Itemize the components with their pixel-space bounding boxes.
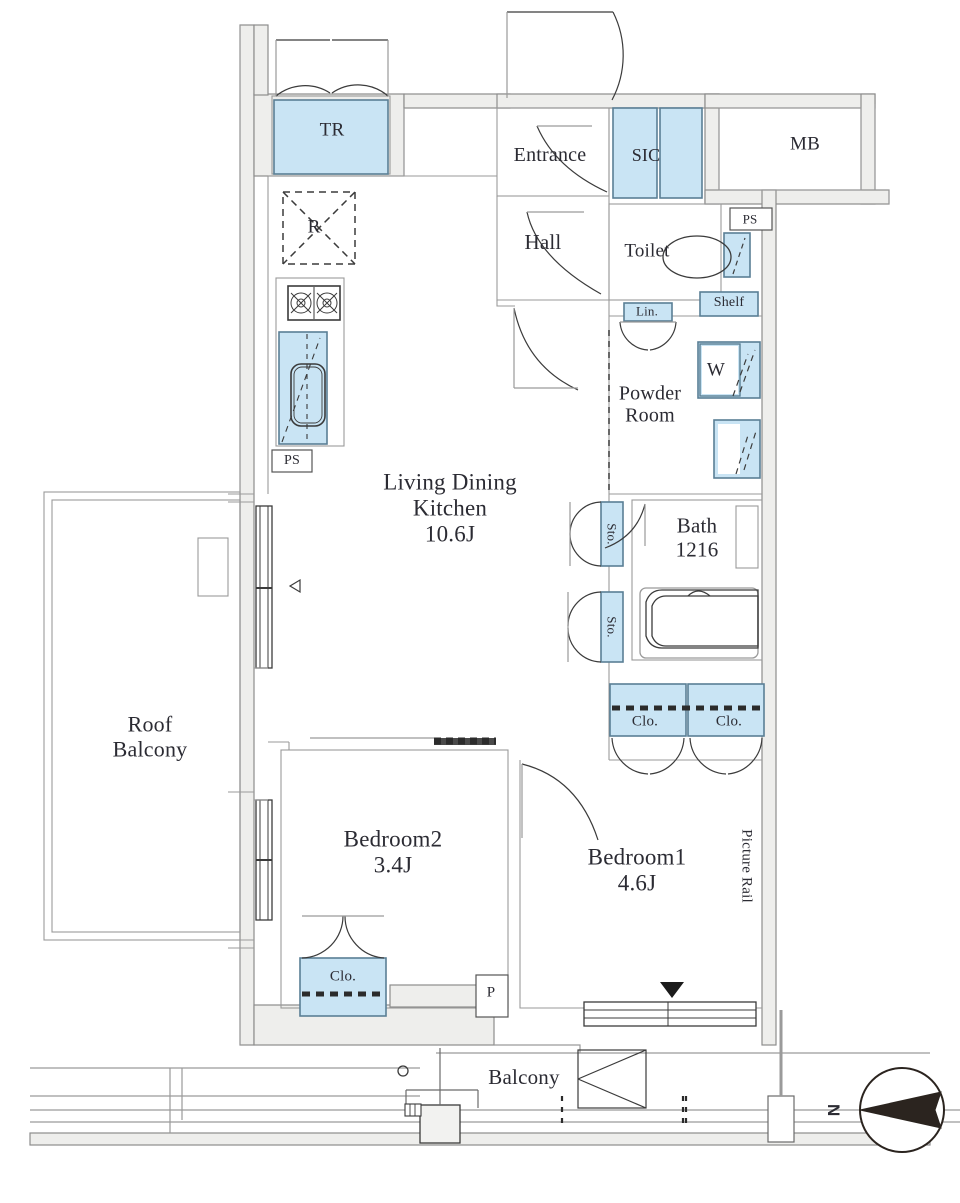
- balcony-area: [30, 1044, 960, 1133]
- room-label-picture-rail: Picture Rail: [738, 829, 755, 903]
- room-label-sto-upper: Sto.: [604, 523, 620, 545]
- room-label-ps-top: PS: [742, 211, 758, 227]
- window-bedroom1: [583, 982, 757, 1027]
- service-shaft-right: [767, 1095, 795, 1143]
- balcony-grate-icon: [404, 1103, 422, 1117]
- pipe-shaft-box: [475, 974, 509, 1018]
- compass-north-label: N: [824, 1103, 844, 1117]
- room-label-washer: W: [706, 359, 726, 381]
- room-label-hall: Hall: [524, 230, 562, 255]
- room-label-tr: TR: [319, 119, 345, 141]
- kitchen-details: [271, 191, 356, 473]
- bathtub: [639, 587, 759, 659]
- closet-rod-lines: [302, 705, 762, 997]
- room-label-refrigerator: R: [307, 216, 321, 238]
- room-label-mb: MB: [790, 133, 820, 155]
- room-label-closet-b2: Clo.: [329, 968, 357, 985]
- bath-vanity: [735, 505, 759, 569]
- ps-top-box: [729, 207, 773, 231]
- room-label-ps-kitchen: PS: [284, 453, 300, 469]
- balcony-equipment: [419, 1104, 461, 1144]
- door-swings: [275, 11, 763, 959]
- compass-rose: [859, 1067, 945, 1153]
- balcony-drop-markers: [560, 1096, 688, 1126]
- room-label-sic: SIC: [631, 144, 661, 165]
- fixture-inner-outline: [699, 343, 741, 397]
- room-label-pipe-shaft-p: P: [486, 984, 496, 1001]
- sliding-door-bedroom2: [310, 737, 496, 745]
- balcony-equipment-lines: [405, 1048, 479, 1108]
- room-label-shelf: Shelf: [713, 295, 745, 311]
- structure-ticks: [228, 25, 268, 1045]
- fixture-inner-white: [702, 346, 740, 474]
- room-label-closet-b1-r: Clo.: [715, 713, 743, 730]
- toilet-fixture: [662, 235, 732, 279]
- window-direction-marker: [288, 578, 301, 594]
- room-label-toilet: Toilet: [624, 240, 670, 262]
- appliance-hatch: [732, 237, 758, 475]
- mb-room: [718, 107, 862, 191]
- windows-left: [255, 505, 273, 921]
- room-label-entrance: Entrance: [513, 143, 587, 166]
- room-label-linen: Lin.: [635, 303, 659, 319]
- balcony-drain-icon: [397, 1065, 409, 1077]
- room-label-closet-b1-l: Clo.: [631, 713, 659, 730]
- room-label-balcony: Balcony: [488, 1065, 560, 1090]
- room-label-sto-lower: Sto.: [604, 616, 620, 638]
- balcony-partition-icon: [577, 1049, 647, 1109]
